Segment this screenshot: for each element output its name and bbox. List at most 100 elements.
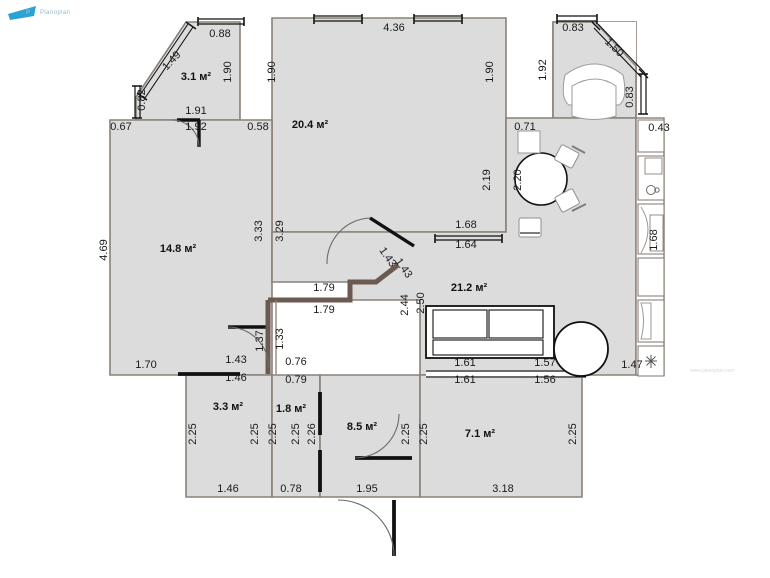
dimension-label: 2.25 (249, 423, 261, 444)
dimension-label: 1.95 (356, 483, 377, 495)
dimension-label: 0.78 (280, 483, 301, 495)
door-swing-bath (354, 413, 400, 459)
cabinet-nook (517, 130, 541, 154)
wall-living-door-diag (369, 216, 415, 248)
dining-chair-2 (554, 188, 587, 213)
dimension-label: 0.82 (136, 89, 148, 110)
room-area-label: 1.8 м² (276, 403, 306, 415)
room-area-label: 20.4 м² (292, 119, 329, 131)
room-area-label: 3.1 м² (181, 71, 211, 83)
dimension-label: 4.69 (98, 239, 110, 260)
dimension-label: 1.70 (135, 359, 156, 371)
furniture-layer (425, 63, 665, 377)
room-balcony-top-left (135, 21, 241, 121)
dimension-label: 3.29 (274, 220, 286, 241)
dimension-label: 0.58 (247, 121, 268, 133)
dimension-label: 2.25 (400, 423, 412, 444)
kitchen-cabinet-top (637, 119, 665, 153)
dimension-label: 2.44 (399, 294, 411, 315)
logo[interactable]: P Planoplan (8, 6, 70, 20)
dimension-label: 0.67 (110, 121, 131, 133)
dimension-label: 1.92 (185, 121, 206, 133)
window-living-right (434, 234, 503, 243)
room-bottom-right (419, 374, 583, 498)
door-swing-balcony (171, 119, 200, 148)
dimension-label: 1.90 (266, 61, 278, 82)
dimension-label: 1.47 (621, 359, 642, 371)
door-swings (171, 119, 400, 557)
coffee-table-round (553, 321, 609, 377)
kitchen-appliances (637, 119, 665, 377)
dimension-label: 1.46 (217, 483, 238, 495)
wall-segments (177, 118, 415, 556)
dimension-label: 1.68 (648, 229, 660, 250)
dimension-label: 2.25 (267, 423, 279, 444)
room-area-label: 7.1 м² (465, 428, 495, 440)
dimension-label: 1.91 (185, 105, 206, 117)
dining-table-round (514, 152, 568, 206)
armchair-balcony (562, 63, 626, 120)
kitchen-counter (637, 257, 665, 297)
dimension-label: 3.33 (253, 220, 265, 241)
stove-burner (646, 185, 660, 195)
room-area-label: 21.2 м² (451, 282, 488, 294)
dimension-label: 0.83 (624, 86, 636, 107)
dimension-label: 1.33 (274, 328, 286, 349)
watermark: www.planoplan.com (690, 368, 734, 374)
dimension-label: 1.56 (534, 374, 555, 386)
window-bedroom-left (313, 14, 363, 24)
window-balcony-left (132, 85, 142, 119)
dimension-label: 0.43 (648, 122, 669, 134)
dimension-label: 2.19 (481, 169, 493, 190)
dimension-label: 1.64 (455, 239, 476, 251)
partition-brown (265, 263, 400, 374)
dimension-label: 0.76 (285, 356, 306, 368)
dimension-label: 1.92 (537, 59, 549, 80)
snowflake-icon (645, 355, 657, 368)
dimension-label: 1.61 (454, 374, 475, 386)
dimension-label: 2.25 (290, 423, 302, 444)
dimension-label: 1.90 (484, 61, 496, 82)
dimension-label: 1.43 (225, 354, 246, 366)
dimension-label: 2.25 (567, 423, 579, 444)
dining-chair-4 (518, 217, 542, 238)
window-nook-top (556, 14, 598, 24)
area-labels: 3.1 м² 20.4 м² 14.8 м² 21.2 м² 3.3 м² 1.8 м² 8… (160, 71, 496, 440)
window-bedroom-right (413, 14, 463, 24)
dimension-label: 1.46 (225, 372, 246, 384)
window-nook-right (638, 73, 648, 115)
logo-label: Planoplan (40, 10, 70, 16)
dimension-label: 0.88 (209, 28, 230, 40)
dimension-label: 3.18 (492, 483, 513, 495)
window-balcony-tl-angled (136, 21, 197, 101)
dimension-label: 1.90 (222, 61, 234, 82)
dimension-label: 2.25 (418, 423, 430, 444)
window-balcony-tl (197, 17, 245, 26)
door-swing-left-room (227, 326, 270, 369)
dimension-label: 0.79 (285, 374, 306, 386)
dimension-label: 1.68 (455, 219, 476, 231)
sofa-living-room (425, 305, 555, 359)
dimension-label: 0.83 (562, 22, 583, 34)
dimension-label: 1.79 (313, 304, 334, 316)
room-area-label: 14.8 м² (160, 243, 197, 255)
door-swing-entry (337, 499, 395, 557)
svg-text:P: P (26, 10, 30, 16)
dimension-label: 0.71 (514, 121, 535, 133)
door-swing-living (326, 217, 371, 265)
dimension-label: 2.25 (187, 423, 199, 444)
dimension-label: 2.50 (415, 292, 427, 313)
dimension-label: 1.61 (454, 357, 475, 369)
dimension-label: 4.36 (383, 22, 404, 34)
dimension-label: 1.57 (534, 357, 555, 369)
room-area-label: 8.5 м² (347, 421, 377, 433)
dining-chair-1 (554, 144, 586, 169)
windows (132, 14, 649, 378)
room-area-label: 3.3 м² (213, 401, 243, 413)
dimension-label: 2.20 (512, 169, 524, 190)
dimension-label: 1.37 (254, 330, 266, 351)
dimension-label: 2.26 (306, 423, 318, 444)
